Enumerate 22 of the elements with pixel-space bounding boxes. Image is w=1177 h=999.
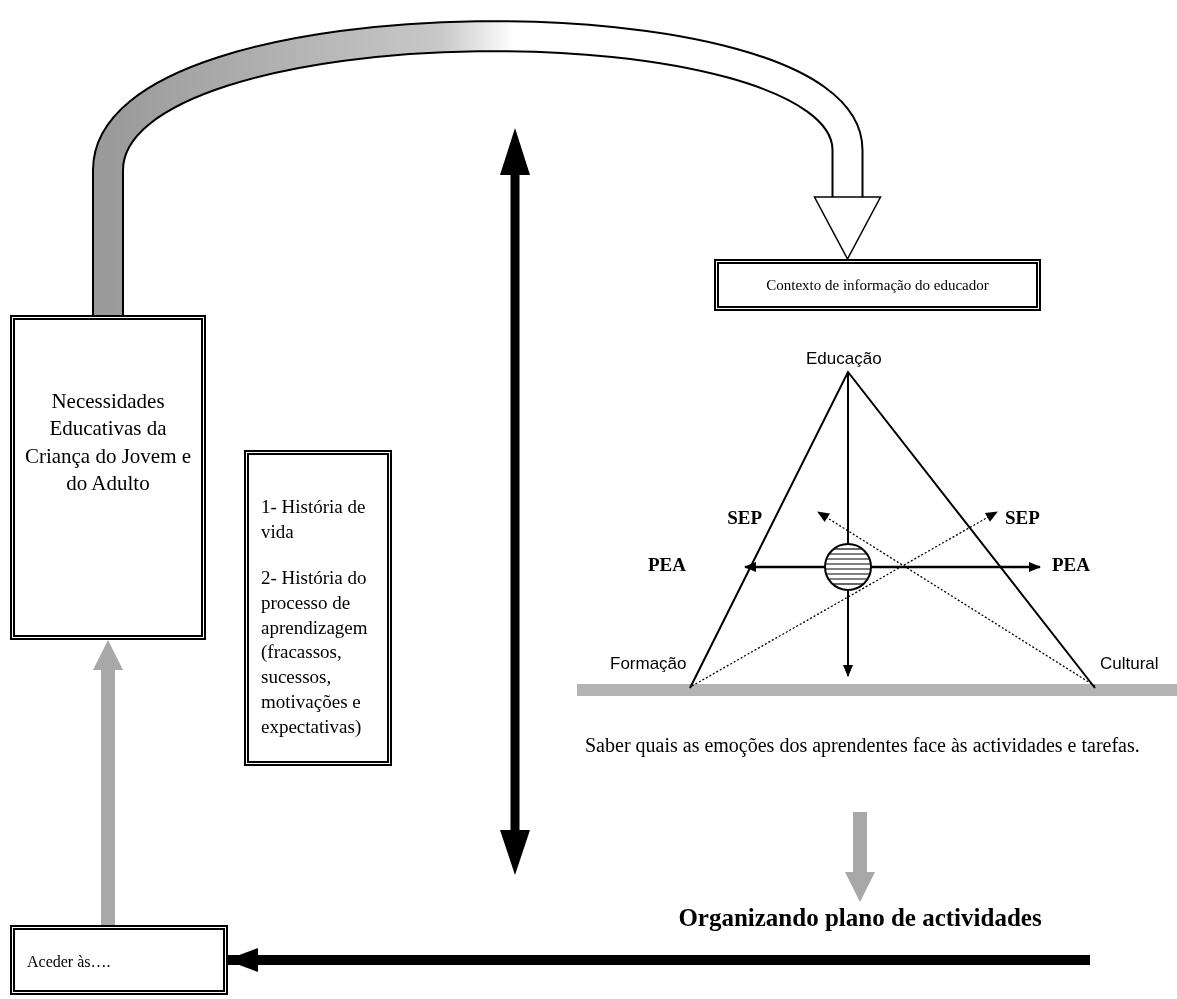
note-text: Saber quais as emoções dos aprendentes face às actividades e tarefas. (585, 732, 1160, 792)
triangle-label: PEA (1052, 555, 1090, 574)
block-arrow (845, 812, 875, 902)
curved-block-arrow (92, 20, 882, 315)
arrow (226, 948, 1090, 972)
text-box (714, 259, 1041, 311)
box-text: 1- História de vida (261, 495, 367, 544)
box-text: Aceder às…. (27, 952, 112, 972)
text-box (244, 450, 392, 766)
text-box (10, 925, 228, 995)
block-arrow (93, 640, 123, 925)
box-text: Necessidades Educativas da Criança do Jovem e do Adulto (23, 388, 193, 497)
triangle-label: Educação (806, 350, 882, 367)
triangle-label: SEP (1005, 508, 1040, 527)
triangle-label: Cultural (1100, 655, 1159, 672)
box-text: 2- História do processo de aprendizagem (fracassos, sucessos, motivações e expectativas) (261, 566, 369, 739)
triangle-label: SEP (727, 508, 762, 527)
triangle-label: Formação (610, 655, 687, 672)
text-box (10, 315, 206, 640)
triangle-label: PEA (648, 555, 686, 574)
heading-text: Organizando plano de actividades (610, 902, 1110, 960)
box-text: Contexto de informação do educador (765, 276, 990, 295)
